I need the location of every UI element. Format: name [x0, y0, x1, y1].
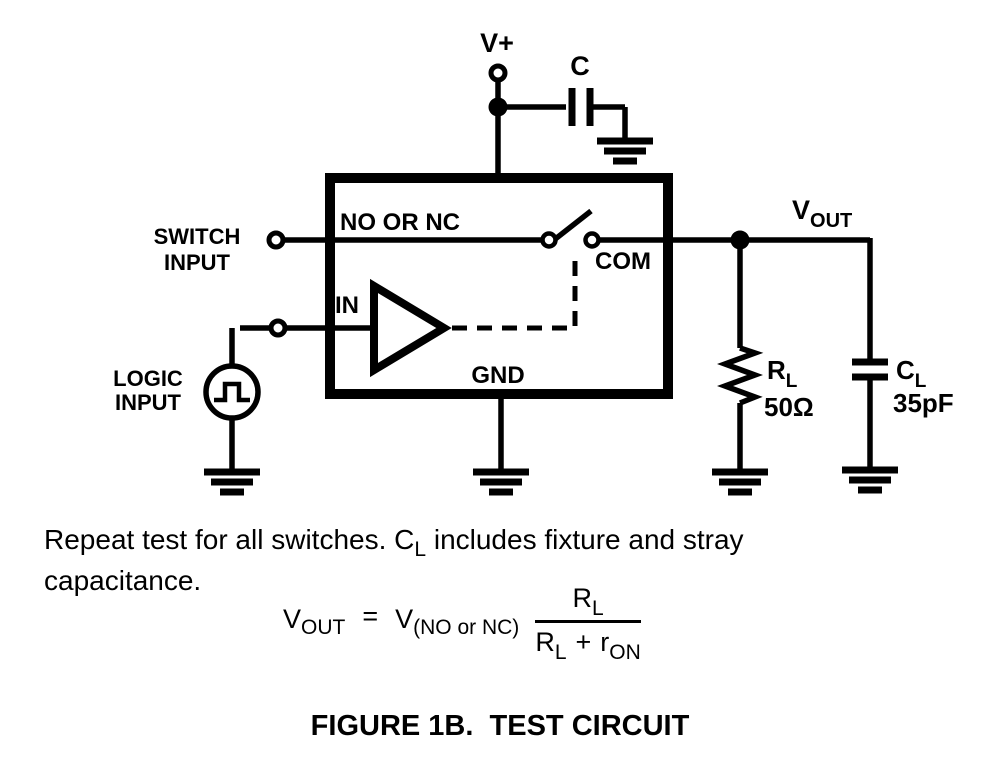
vout-label-main: V	[792, 195, 810, 225]
ic-box	[325, 173, 673, 399]
formula-rhs-sub: (NO or NC)	[413, 615, 520, 639]
pulse-generator	[203, 328, 261, 472]
pulse-source-circle	[203, 363, 261, 421]
pin-gnd-label: GND	[471, 362, 524, 389]
test-note: Repeat test for all switches. CL include…	[44, 521, 744, 600]
ground-icon	[473, 472, 529, 492]
buffer-amplifier	[240, 278, 452, 378]
cl-name-label: CL	[896, 355, 927, 392]
vplus-label: V+	[480, 28, 514, 58]
formula-lhs-main: V	[283, 604, 302, 634]
cl-name-sub: L	[915, 371, 927, 392]
vplus-supply	[488, 63, 566, 175]
resistor-zigzag-icon	[717, 345, 764, 406]
ground-icon	[204, 472, 260, 492]
load-resistor	[717, 247, 764, 472]
figure-caption: FIGURE 1B. TEST CIRCUIT	[310, 710, 690, 742]
junction-dot	[730, 230, 750, 250]
num-main: R	[572, 583, 592, 613]
vout-label-sub: OUT	[810, 210, 852, 232]
logic-input-terminal	[268, 318, 288, 338]
test-note-line1: Repeat test for all switches. CL include…	[44, 521, 744, 562]
switch-contact	[540, 231, 558, 249]
logic-input-label-line1: LOGIC	[113, 366, 183, 391]
cl-value-label: 35pF	[893, 388, 954, 418]
ground-icon	[597, 141, 653, 161]
rl-value-label: 50Ω	[764, 392, 814, 422]
test-note-line2: capacitance.	[44, 565, 202, 596]
pin-in-label: IN	[335, 292, 359, 319]
den-r-main: R	[535, 627, 555, 657]
formula-rhs-main: V	[395, 604, 414, 634]
cl-name-main: C	[896, 355, 915, 385]
circuit-schematic: V+ C NO OR NC COM IN GND SWITCH INPUT	[113, 28, 954, 520]
vplus-terminal	[488, 63, 508, 83]
note-subscript: L	[414, 538, 427, 561]
pulse-waveform-icon	[214, 381, 250, 403]
rl-name-sub: L	[786, 371, 798, 392]
ground-icon	[842, 470, 898, 490]
switch-blade	[552, 208, 593, 243]
bypass-cap-label: C	[570, 51, 590, 81]
switch-contact	[583, 231, 601, 249]
formula-lhs-sub: OUT	[301, 615, 346, 639]
bypass-capacitor	[568, 88, 628, 141]
control-dashed-line	[452, 252, 578, 331]
den-ron-sub: ON	[609, 641, 641, 664]
switch-input-label-line2: INPUT	[164, 250, 231, 275]
load-capacitor	[852, 238, 888, 470]
note-text: includes fixture and stray	[426, 524, 744, 555]
formula-fraction: RL RL+rON	[535, 581, 641, 664]
vout-label: VOUT	[792, 195, 852, 232]
switch-input-label-line1: SWITCH	[154, 224, 241, 249]
logic-input-label-line2: INPUT	[115, 390, 182, 415]
formula-denominator: RL + rON	[535, 623, 640, 664]
den-ron-main: r	[600, 627, 610, 657]
ground-icon	[712, 472, 768, 492]
switch-input-terminal	[266, 230, 286, 250]
pin-com-label: COM	[595, 248, 651, 275]
pin-no-or-nc-label: NO OR NC	[340, 209, 460, 236]
formula-equals: =	[362, 601, 379, 631]
rl-name-main: R	[767, 355, 786, 385]
num-sub: L	[591, 597, 604, 620]
note-text: Repeat test for all switches. C	[44, 524, 415, 555]
rl-name-label: RL	[767, 355, 798, 392]
den-plus: +	[575, 627, 592, 657]
formula-numerator: RL	[535, 581, 641, 623]
analog-switch-icon	[540, 208, 601, 249]
buffer-triangle-icon	[370, 278, 452, 378]
junction-dot	[488, 97, 508, 117]
den-r-sub: L	[554, 641, 567, 664]
